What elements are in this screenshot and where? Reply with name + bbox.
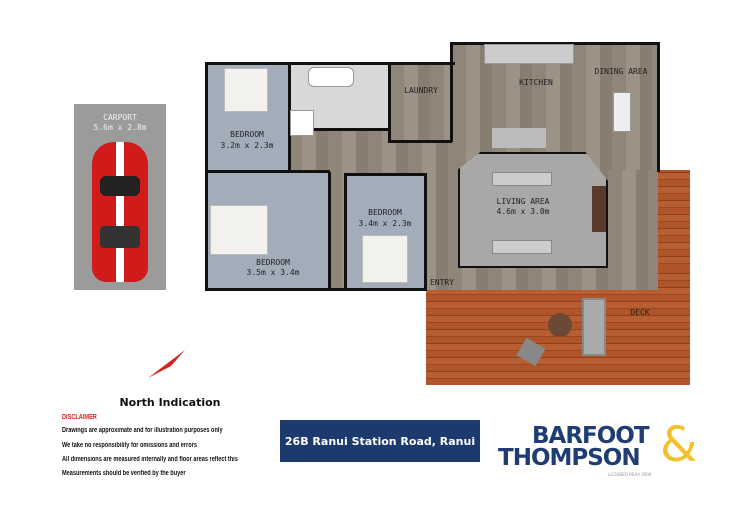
laundry-label: LAUNDRY [404, 86, 438, 95]
tv-unit [592, 186, 606, 232]
wall [288, 128, 388, 131]
logo-ampersand: & [660, 417, 698, 473]
deck-label: DECK [630, 308, 650, 317]
living-sofa-top [492, 172, 552, 186]
car-windscreen [100, 176, 140, 196]
car-rear-window [100, 226, 140, 248]
bedroom-3-size: 3.4m x 2.3m [358, 219, 412, 228]
carport: CARPORT 5.6m x 2.8m [74, 104, 166, 290]
disclaimer-line: We take no responsibility for omissions … [62, 442, 197, 449]
living-label: LIVING AREA [496, 197, 550, 206]
logo-subtext: LICENSED REAA 2008 [608, 472, 652, 477]
carport-label: CARPORT [103, 113, 137, 122]
disclaimer-line: Measurements should be verified by the b… [62, 470, 186, 477]
wall [205, 170, 330, 173]
logo-line-1: BARFOOT [532, 423, 650, 449]
brand-logo: BARFOOT THOMPSON & LICENSED REAA 2008 [498, 420, 708, 480]
bed-1 [224, 68, 268, 112]
bedroom-3-label: BEDROOM [368, 208, 402, 217]
bathtub [308, 67, 354, 87]
wall [205, 62, 208, 290]
carport-size: 5.6m x 2.8m [93, 123, 147, 132]
disclaimer-heading: DISCLAIMER [62, 414, 97, 421]
bed-3 [362, 235, 408, 283]
wall [657, 42, 660, 172]
wall [344, 173, 426, 176]
kitchen-island [492, 128, 546, 148]
dining-table [613, 92, 631, 132]
wall [328, 172, 331, 290]
bedroom-2-label: BEDROOM [256, 258, 290, 267]
wall [205, 288, 427, 291]
car-image [92, 142, 148, 282]
wall [205, 62, 455, 65]
deck-table [548, 313, 572, 337]
address-text: 26B Ranui Station Road, Ranui [284, 434, 476, 448]
kitchen-label: KITCHEN [519, 78, 553, 87]
shower [290, 110, 314, 136]
entry-label: ENTRY [429, 278, 455, 287]
wall [388, 62, 391, 142]
north-title: North Indication [119, 396, 221, 409]
living-sofa-bottom [492, 240, 552, 254]
kitchen-bench [484, 44, 574, 64]
living-size: 4.6m x 3.0m [496, 207, 550, 216]
disclaimer-line: All dimensions are measured internally a… [62, 456, 238, 463]
wall [450, 42, 660, 45]
logo-line-2: THOMPSON [498, 445, 641, 471]
bed-2 [210, 205, 268, 255]
deck-sofa [582, 298, 606, 356]
address-banner: 26B Ranui Station Road, Ranui [280, 420, 480, 462]
wall [450, 42, 453, 142]
dining-label: DINING AREA [594, 67, 648, 76]
bedroom-2-size: 3.5m x 3.4m [246, 268, 300, 277]
laundry [390, 64, 452, 140]
wall [288, 62, 291, 170]
bedroom-1-label: BEDROOM [230, 130, 264, 139]
disclaimer-line: Drawings are approximate and for illustr… [62, 427, 223, 434]
north-compass-icon [145, 340, 195, 380]
wall [388, 140, 452, 143]
wall [344, 173, 347, 290]
wall [424, 173, 427, 290]
car-stripe [116, 142, 124, 282]
bedroom-1-size: 3.2m x 2.3m [220, 141, 274, 150]
